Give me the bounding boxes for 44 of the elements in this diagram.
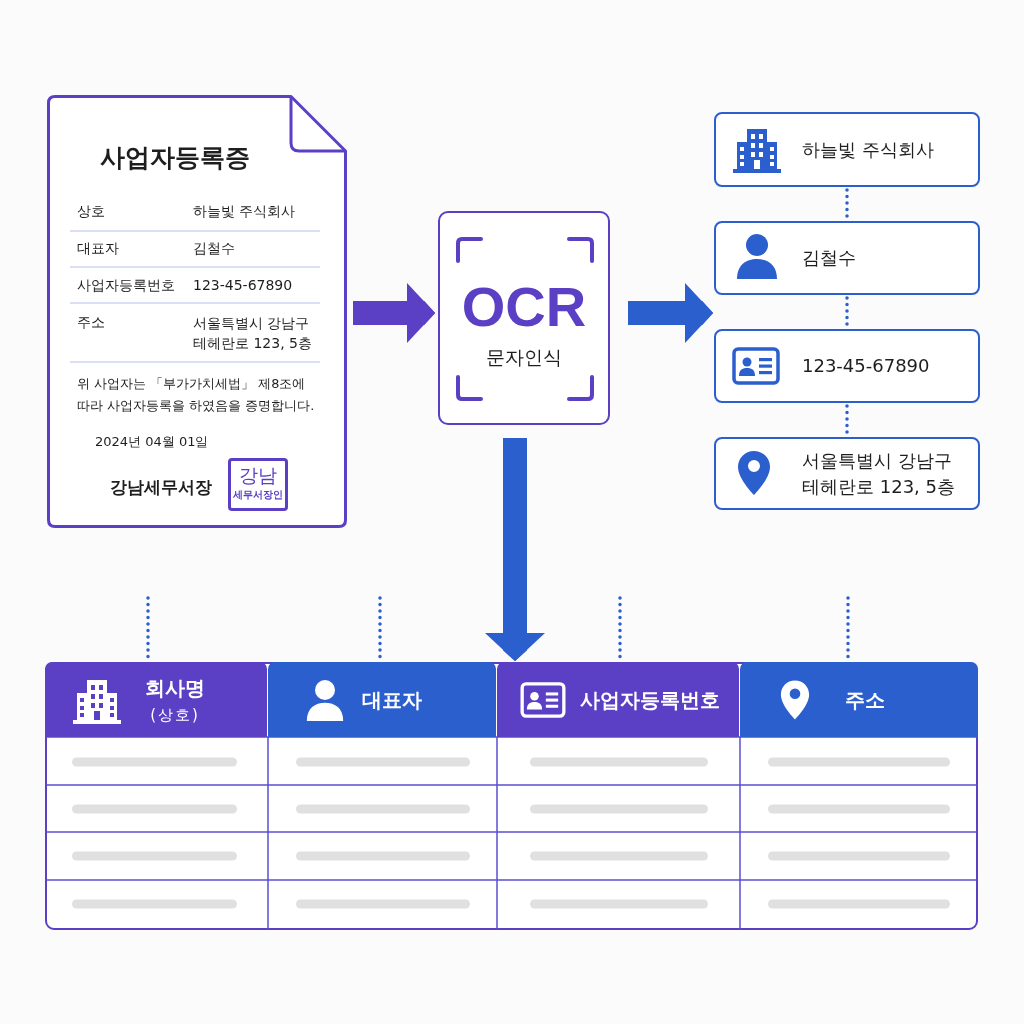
dotted-connector — [845, 296, 849, 328]
document-sheet — [47, 95, 347, 528]
ocr-title: OCR — [461, 279, 587, 335]
issue-date: 2024년 04월 01일 — [95, 434, 209, 451]
field-label: 사업자등록번호 — [77, 277, 175, 295]
seal-text: 세무서장인 — [233, 488, 283, 501]
data-table — [45, 662, 978, 930]
column-title: 사업자등록번호 — [580, 687, 720, 712]
dotted-connector — [845, 404, 849, 436]
dotted-connector — [618, 596, 622, 660]
field-value: 하늘빛 주식회사 — [193, 203, 296, 221]
dotted-connector — [846, 596, 850, 660]
seal-text: 강남 — [239, 464, 277, 486]
document-title: 사업자등록증 — [100, 142, 250, 174]
dotted-connector — [378, 596, 382, 660]
result-card — [714, 112, 980, 187]
field-label: 대표자 — [77, 240, 119, 258]
field-value: 서울특별시 강남구 테헤란로 123, 5층 — [193, 314, 313, 353]
column-title: 회사명 — [145, 676, 205, 701]
seal-stamp — [228, 458, 288, 511]
header-cell — [497, 662, 739, 737]
field-value: 김철수 — [193, 240, 235, 258]
field-label: 주소 — [77, 314, 105, 332]
field-value: 123-45-67890 — [193, 277, 293, 295]
column-title: (상호) — [150, 706, 200, 725]
issuer-name: 강남세무서장 — [110, 477, 212, 499]
header-cell — [268, 662, 496, 737]
extracted-value: 서울특별시 강남구 테헤란로 123, 5층 — [802, 448, 956, 499]
header-cell — [45, 662, 267, 737]
extracted-value: 김철수 — [802, 246, 856, 270]
header-cell — [740, 662, 978, 737]
dotted-connector — [845, 188, 849, 220]
column-title: 주소 — [845, 687, 885, 712]
result-card — [714, 221, 980, 295]
dotted-connector — [146, 596, 150, 660]
extracted-value: 하늘빛 주식회사 — [802, 137, 934, 162]
column-title: 대표자 — [362, 687, 422, 712]
certification-text: 위 사업자는 「부가가치세법」 제8조에 따라 사업자등록을 하였음을 증명합니다. — [77, 375, 316, 415]
ocr-subtitle: 문자인식 — [486, 346, 562, 369]
ocr-panel — [438, 211, 610, 425]
extracted-value: 123-45-67890 — [802, 354, 930, 378]
result-card — [714, 437, 980, 510]
field-label: 상호 — [77, 203, 105, 221]
result-card — [714, 329, 980, 403]
